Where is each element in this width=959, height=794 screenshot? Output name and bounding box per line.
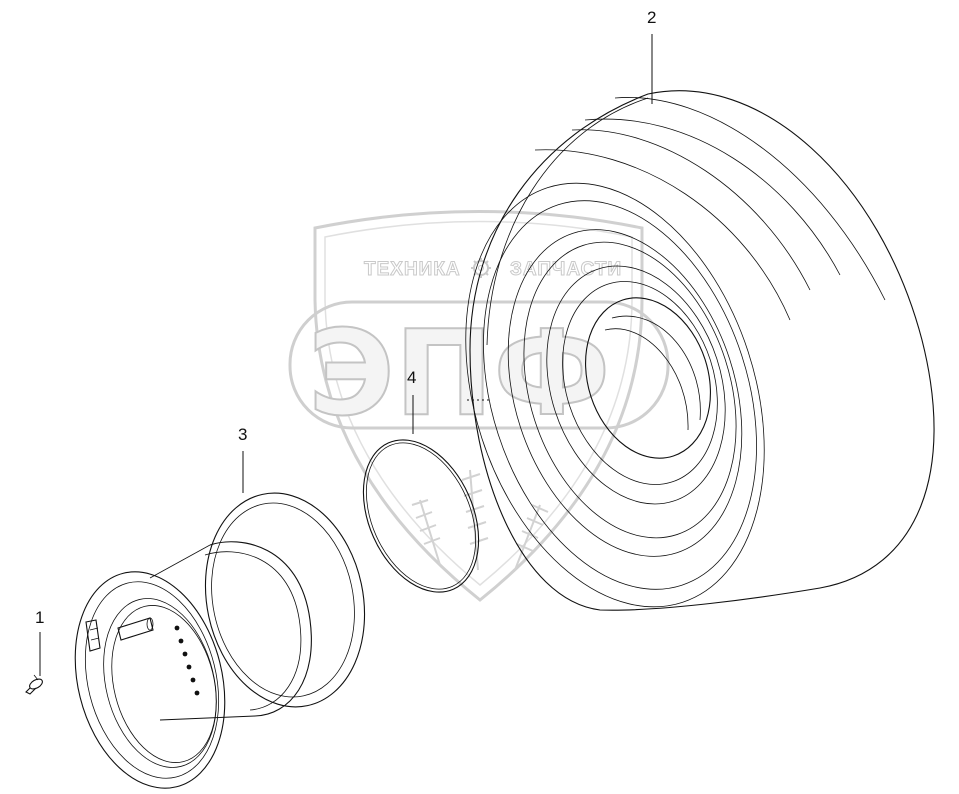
callout-2: 2 xyxy=(647,8,656,27)
watermark-shield xyxy=(313,210,644,602)
rim-rear-flange xyxy=(204,492,366,708)
ring-outer xyxy=(362,439,480,593)
wheel-rim xyxy=(74,492,366,789)
leader-lines xyxy=(39,34,653,676)
callout-3: 3 xyxy=(238,425,247,444)
callout-1: 1 xyxy=(35,608,44,627)
watermark-text-right: ЗАПЧАСТИ xyxy=(510,259,622,280)
seal-ring xyxy=(362,439,480,593)
bolt-holes xyxy=(174,625,200,696)
callout-4: 4 xyxy=(407,368,416,387)
watermark-logo-letters: ЭПФ xyxy=(308,304,610,442)
tire xyxy=(465,90,935,611)
valve-stem xyxy=(117,617,154,641)
rim-front-flange xyxy=(74,571,226,789)
tire-bore xyxy=(585,297,711,459)
rim-barrel xyxy=(159,541,312,721)
ring-inner xyxy=(365,442,477,590)
fastener-part xyxy=(25,674,43,695)
watermark: ТЕХНИКА ЗАПЧАСТИ ЭПФ xyxy=(288,210,670,602)
watermark-text-left: ТЕХНИКА xyxy=(364,259,461,280)
watermark-wheat-icon xyxy=(411,469,549,571)
lock-clip xyxy=(85,619,101,652)
tire-outline xyxy=(469,90,935,611)
